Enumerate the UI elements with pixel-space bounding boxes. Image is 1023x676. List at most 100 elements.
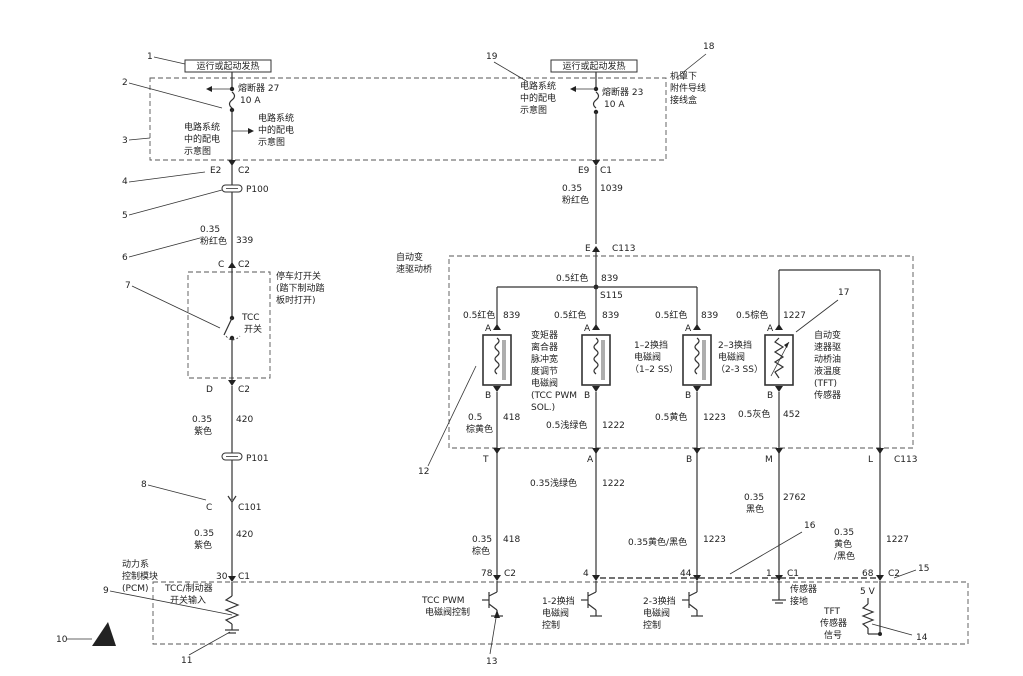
pcm-pin-30: 30 [216,572,228,582]
fuse27-amp: 10 A [240,96,261,106]
trans-box-2: 速驱动桥 [396,263,432,275]
splice-s115: S115 [600,291,623,301]
driver-12-label-3: 控制 [542,619,560,631]
pcm-name-2: 控制模块 [122,570,158,582]
driver-12-label-2: 电磁阀 [542,607,569,619]
w420a-size: 0.35 [192,415,212,425]
distrib-right-1: 电路系统 [520,80,556,92]
pcm-box [152,581,969,645]
sol2-coil-icon [593,337,599,375]
sol4-top-num: 1227 [783,311,806,321]
callout-4: 4 [122,177,128,187]
sol4-pin-b: B [767,391,773,401]
conn-c2-bottom: C2 [238,385,250,395]
stop-switch-label-1: 停车灯开关 [276,270,321,282]
tft-signal-1: TFT [823,607,841,617]
pcm-conn-c2-b: C2 [888,569,900,579]
tft-label-2: 速器驱 [814,342,841,353]
distrib-right-2: 中的配电 [520,92,556,104]
sol4-pin-a: A [767,324,774,334]
sol3-label-3: （1–2 SS） [630,364,678,375]
fuse23-name: 熔断器 23 [602,86,643,98]
underhood-fuse-box [149,77,667,161]
callout-3: 3 [122,136,128,146]
driver-23-label-1: 2-3换挡 [643,595,676,607]
tft-thermistor-icon [773,337,785,379]
tft-5v: 5 V [860,587,876,597]
splice-p100: P100 [246,185,269,195]
driver-2-3: 2-3换挡 电磁阀 控制 [643,581,703,631]
underhood-3: 接线盒 [670,94,697,106]
pcm-conn-c2-a: C2 [504,569,516,579]
callout-7: 7 [125,281,131,291]
w418b-size: 0.35 [472,535,492,545]
c113-pin-a: A [587,455,594,465]
conn-c1-right: C1 [600,166,612,176]
pcm-pin-68: 68 [862,569,874,579]
sol4-label-3: （2-3 SS） [716,364,763,375]
tft-label-5: (TFT) [814,379,837,389]
sol1-label-6: (TCC PWM [531,391,577,401]
underhood-2: 附件导线 [670,82,706,94]
tft-label-6: 传感器 [814,389,841,401]
sol1-label-3: 脉冲宽 [531,353,558,365]
w2762-size: 0.35 [744,493,764,503]
callout-5: 5 [122,211,128,221]
sol4-bot-color: 0.5灰色 [738,408,770,420]
pcm-input-resistor-icon [224,595,240,625]
sol3-label-2: 电磁阀 [634,351,661,363]
c113-pin-t: T [482,455,489,465]
distrib-text-r2: 中的配电 [258,124,294,136]
sol3-bot-num: 1223 [703,413,726,423]
conn-c2-switch: C2 [238,260,250,270]
conn-e9: E9 [578,166,590,176]
sol1-bot-color-2: 棕黄色 [466,423,493,435]
driver-23-label-3: 控制 [643,619,661,631]
trans-box-1: 自动变 [396,251,423,263]
w1227-size: 0.35 [834,528,854,538]
callout-10: 10 [56,635,68,645]
callout-16: 16 [804,521,816,531]
driver-23-label-2: 电磁阀 [643,607,670,619]
driver-1-2: 1-2换挡 电磁阀 控制 [542,581,602,631]
sol1-top-color: 0.5红色 [463,309,495,321]
pcm-abbr: (PCM) [122,584,149,594]
sol4-label-1: 2–3换挡 [718,339,752,351]
sol1-label-2: 离合器 [531,341,558,353]
tcc-switch-blade [223,317,233,336]
w1227-num: 1227 [886,535,909,545]
w1039-color: 粉红色 [562,194,589,206]
distrib-text-2: 中的配电 [184,133,220,145]
w418b-num: 418 [503,535,520,545]
distrib-text-3: 示意图 [184,145,211,157]
conn-e-pin: E [585,244,591,254]
tft-pullup-resistor-icon [861,603,875,629]
w1039-num: 1039 [600,184,623,194]
sol3-top-color: 0.5红色 [655,309,687,321]
tft-label-1: 自动变 [814,329,841,341]
pcm-input-1: TCC/制动器 [164,582,213,594]
sensor-ground-1: 传感器 [790,583,817,595]
callouts: 1 2 3 4 5 6 7 8 9 10 11 12 13 14 15 16 1… [56,42,929,667]
sol2-bot-num: 1222 [602,421,625,431]
w339-size: 0.35 [200,225,220,235]
conn-c2-top: C2 [238,166,250,176]
power-label-right: 运行或起动发热 [562,60,625,72]
bus-num: 839 [601,274,618,284]
sol1-pin-b: B [485,391,491,401]
w1222b-num: 1222 [602,479,625,489]
w2762-color: 黑色 [746,503,764,515]
driver-12-label-1: 1-2换挡 [542,595,575,607]
tcc-switch-label-1: TCC [241,313,260,323]
callout-8: 8 [141,480,147,490]
conn-d-pin: D [206,385,213,395]
stop-lamp-switch-box [187,271,271,379]
w2762-num: 2762 [783,493,806,503]
tft-signal-3: 信号 [824,629,842,641]
tft-label-3: 动桥油 [814,353,841,365]
sol3-pin-b: B [685,391,691,401]
w418b-color: 棕色 [472,545,490,557]
w420b-color: 紫色 [194,539,212,551]
pcm-pin-1: 1 [766,569,772,579]
